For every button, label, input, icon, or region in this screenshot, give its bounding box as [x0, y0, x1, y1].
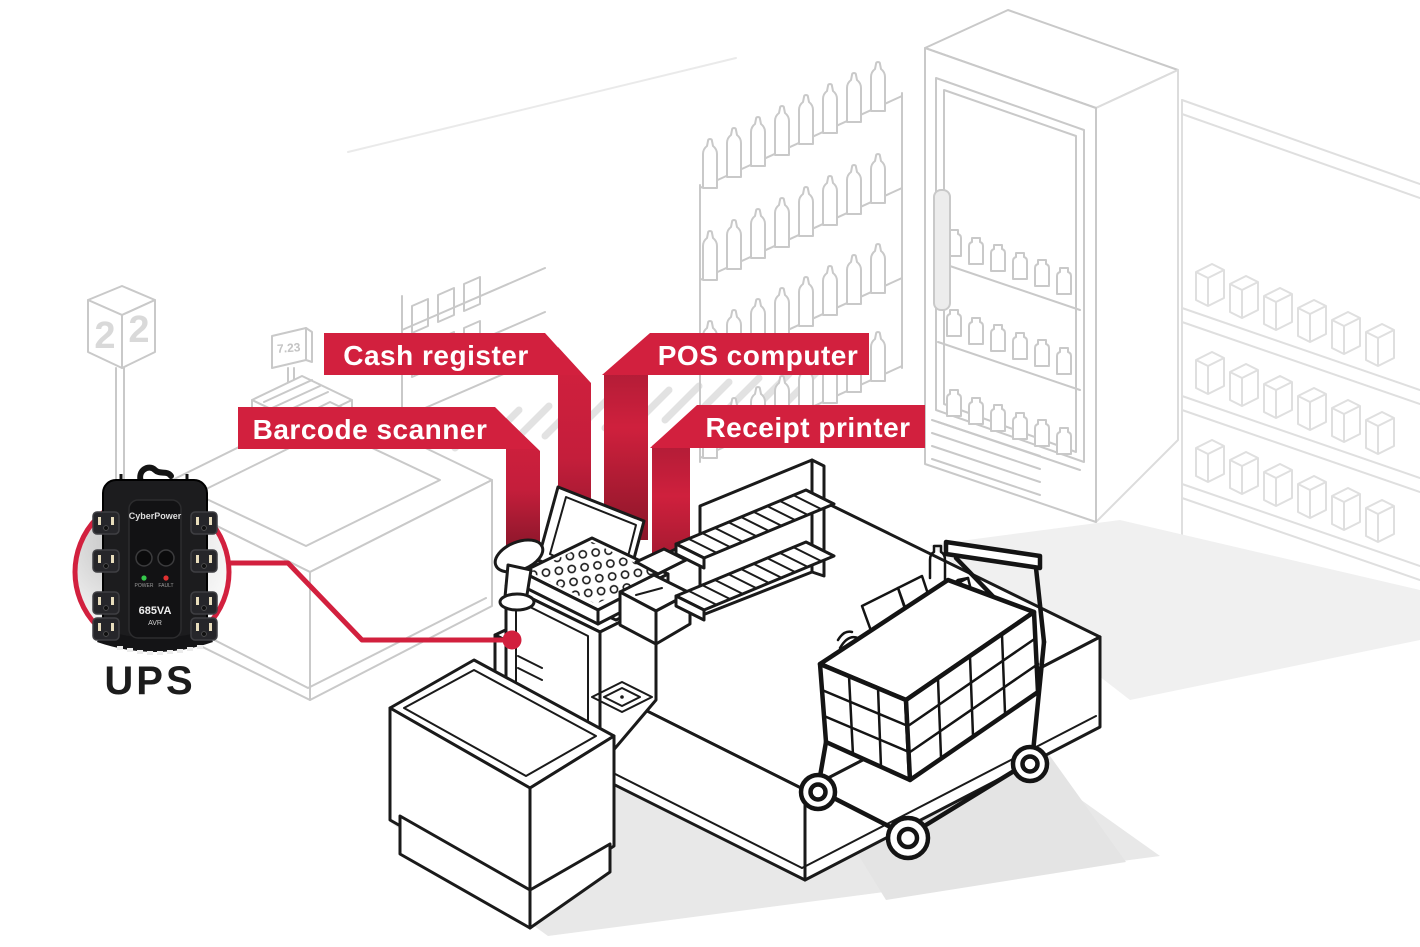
ups-feature: AVR: [148, 620, 162, 627]
barcode-scanner-label: Barcode scanner: [253, 414, 488, 445]
store-background: 2 2 7.23: [87, 9, 1420, 701]
counter-diamond-mark: [591, 681, 653, 713]
ups-power-cord: [137, 464, 174, 485]
fault-led-label: FAULT: [158, 583, 173, 589]
lane-sign-right-digit: 2: [128, 309, 149, 351]
box-shelf: [1181, 99, 1420, 581]
pos-computer-label: POS computer: [658, 340, 858, 371]
ribbon-barcode-scanner: [506, 418, 540, 562]
ups-brand: CyberPower: [129, 511, 182, 521]
callout-banners: Cash register POS computer Barcode scann…: [238, 333, 925, 449]
ups-label: UPS: [104, 659, 195, 703]
banner-receipt-printer: [650, 405, 925, 448]
shopping-cart: [798, 539, 1050, 861]
fridge-handle: [933, 189, 951, 311]
ups-base: [97, 630, 213, 652]
cart-wheels: [798, 744, 1050, 861]
ups-vents: [117, 645, 203, 655]
power-led-label: POWER: [135, 583, 154, 589]
ups-callout: CyberPower POWER FAULT 685VA AVR UPS: [72, 464, 522, 703]
ups-power-button: [135, 549, 153, 567]
receipt-printer-label: Receipt printer: [705, 412, 910, 443]
ups-callout-line: [230, 560, 505, 643]
power-led: [141, 575, 147, 581]
ups-capacity: 685VA: [139, 605, 172, 617]
fault-led: [163, 575, 169, 581]
ups-front-panel: [128, 499, 182, 639]
ups-mute-button: [157, 549, 175, 567]
candy-rack: [674, 458, 836, 622]
banner-pos-computer: [602, 333, 869, 375]
price-display-value: 7.23: [277, 340, 302, 356]
banner-cash-register: [324, 333, 583, 375]
ups-callout-dot: [502, 630, 522, 650]
banner-barcode-scanner: [238, 407, 537, 449]
cart-grid: [820, 633, 1040, 769]
ceiling-line: [347, 57, 737, 153]
barcode-scanner-device: [493, 538, 545, 612]
fridge: [924, 9, 1179, 523]
belt-counter: [388, 658, 616, 930]
lane-sign: 2 2: [87, 285, 156, 557]
shelf-shadow: [930, 520, 1420, 700]
cart-handle: [943, 539, 1043, 571]
cash-register-label: Cash register: [343, 340, 528, 371]
ups-device: CyberPower POWER FAULT 685VA AVR: [92, 464, 218, 655]
lane-sign-left-digit: 2: [94, 315, 115, 357]
scanner-base: [498, 592, 536, 612]
ribbon-pos-computer: [604, 336, 648, 540]
